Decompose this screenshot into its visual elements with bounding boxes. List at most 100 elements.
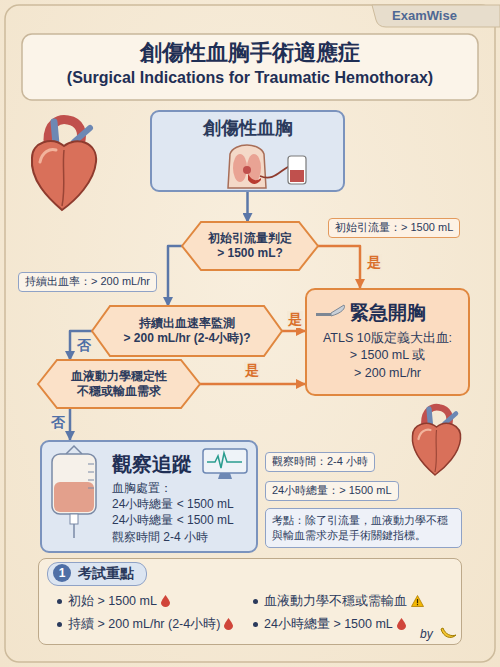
- bullet-dot: [253, 599, 258, 604]
- note-tag: 24小時總量：> 1500 mL: [265, 481, 399, 501]
- bullet-dot: [253, 622, 258, 627]
- flow-arrow: [282, 330, 305, 333]
- credit-label: by: [420, 627, 433, 641]
- key-point: 24小時總量 > 1500 mL: [264, 616, 393, 632]
- node-text: 觀察追蹤: [112, 451, 250, 477]
- edge-label: 是: [287, 311, 303, 328]
- node-text: 考點：除了引流量，血液動力學不穩與輸血需求亦是手術關鍵指標。: [272, 513, 455, 543]
- exam-note: 考點：除了引流量，血液動力學不穩與輸血需求亦是手術關鍵指標。: [265, 508, 462, 548]
- pulmonary-vessel: [444, 414, 456, 425]
- decision-text: 血液動力學穩定性: [71, 369, 167, 384]
- node-text: 觀察時間 2-4 小時: [112, 529, 250, 545]
- ecg-trace: [207, 453, 242, 468]
- blood-drop-icon: [397, 618, 406, 630]
- edge-label: 是: [366, 254, 382, 271]
- bag: [52, 454, 96, 514]
- blood-drop: [224, 618, 233, 630]
- bag-fill: [54, 482, 94, 512]
- blood-drop: [161, 595, 170, 607]
- heart-highlight: [40, 150, 56, 163]
- criterion-tag: 初始引流量：> 1500 mL: [328, 218, 460, 238]
- blood-drop-icon: [161, 595, 170, 607]
- edge-label: 是: [244, 362, 260, 379]
- bullet-row: 持續 > 200 mL/hr (2-4小時): [57, 616, 233, 632]
- start-box: 創傷性血胸: [150, 110, 345, 192]
- scalpel-handle: [316, 313, 331, 316]
- decision-diamond: 持續出血速率監測> 200 mL/hr (2-4小時)?: [92, 306, 282, 356]
- node-text: 24小時總量 < 1500 mL: [112, 496, 250, 512]
- blood-pool: [248, 174, 261, 184]
- page-frame: [5, 5, 495, 662]
- bullet-row: 血液動力學不穩或需輸血: [253, 593, 424, 609]
- flow-arrow: [200, 383, 305, 386]
- chest-tube: [260, 166, 290, 178]
- heart-highlight: [419, 430, 431, 439]
- flow-arrow: [70, 331, 92, 360]
- decision-text: 初始引流量判定: [208, 231, 292, 246]
- key-point: 血液動力學不穩或需輸血: [264, 593, 407, 609]
- decision-diamond: 血液動力學穩定性不穩或輸血需求: [38, 360, 200, 408]
- node-text: > 1500 mL 或: [313, 347, 462, 365]
- node-text: ATLS 10版定義大出血:: [313, 330, 462, 348]
- heart-illustration: [412, 407, 460, 475]
- bullet-row: 初始 > 1500 mL: [57, 593, 170, 609]
- drain-blood: [290, 170, 304, 182]
- node-text: 創傷性血胸: [152, 117, 343, 140]
- edge-label: 否: [50, 414, 66, 431]
- warning-bar: [417, 599, 418, 603]
- pulmonary-vessel: [74, 128, 90, 142]
- bullet-dot: [57, 599, 62, 604]
- decision-diamond: 初始引流量判定> 1500 mL?: [182, 222, 318, 270]
- monitor-stand: [218, 473, 232, 479]
- bullet-dot: [57, 622, 62, 627]
- node-text: 觀察時間：2-4 小時: [272, 455, 368, 468]
- bag-tube: [73, 524, 75, 538]
- decision-outline: [92, 306, 282, 356]
- decision-outline: [38, 360, 200, 408]
- drainage-bag-illustration: [42, 442, 108, 542]
- decision-text: 不穩或輸血需求: [77, 384, 161, 399]
- warning-icon: [411, 595, 424, 607]
- heart-groove: [62, 150, 64, 206]
- bullet-row: 24小時總量 > 1500 mL: [253, 616, 406, 632]
- monitor-screen: [203, 449, 247, 473]
- blood-drop: [397, 618, 406, 630]
- blood-drop-icon: [224, 618, 233, 630]
- subtitle: (Surgical Indications for Traumatic Hemo…: [0, 69, 500, 87]
- decision-text: 持續出血速率監測: [139, 316, 235, 331]
- decision-text: > 1500 mL?: [217, 246, 283, 261]
- heart-body: [412, 423, 460, 475]
- flow-arrow: [318, 246, 360, 288]
- note-tag: 觀察時間：2-4 小時: [265, 452, 375, 472]
- node-text: 1: [59, 567, 66, 579]
- heart-groove: [435, 430, 437, 472]
- node-text: 持續出血率：> 200 mL/hr: [25, 275, 150, 288]
- decision-outline: [182, 222, 318, 270]
- drain-bottle: [288, 156, 306, 184]
- edge-label: 否: [76, 337, 92, 354]
- node-text: 24小時總量 < 1500 mL: [112, 512, 250, 528]
- flow-arrow: [246, 192, 249, 222]
- key-points-panel: 考試重點初始 > 1500 mL血液動力學不穩或需輸血持續 > 200 mL/h…: [38, 558, 462, 645]
- brand-label: ExamWise: [392, 8, 457, 23]
- criterion-tag: 持續出血率：> 200 mL/hr: [18, 272, 157, 292]
- banana-icon: [439, 625, 457, 641]
- observe-box: 觀察追蹤血胸處置：24小時總量 < 1500 mL24小時總量 < 1500 m…: [40, 440, 258, 553]
- surgery-box: 緊急開胸 ATLS 10版定義大出血:> 1500 mL 或> 200 mL/hr: [305, 288, 470, 396]
- brand-tab: [372, 5, 500, 27]
- decision-text: > 200 mL/hr (2-4小時)?: [123, 331, 250, 346]
- heart-body: [32, 141, 96, 210]
- scale-marks: [88, 464, 94, 488]
- drip-chamber: [70, 514, 78, 524]
- warning-dot: [417, 604, 418, 605]
- scalpel-blade: [331, 305, 344, 316]
- node-text: 緊急開胸: [313, 300, 462, 326]
- node-text: > 200 mL/hr: [313, 365, 462, 383]
- heart-dot: [243, 166, 251, 174]
- bag-hanger: [66, 446, 82, 454]
- title-text: 創傷性血胸手術適應症: [0, 40, 500, 66]
- torso: [228, 145, 266, 188]
- node-text: 24小時總量：> 1500 mL: [272, 484, 392, 497]
